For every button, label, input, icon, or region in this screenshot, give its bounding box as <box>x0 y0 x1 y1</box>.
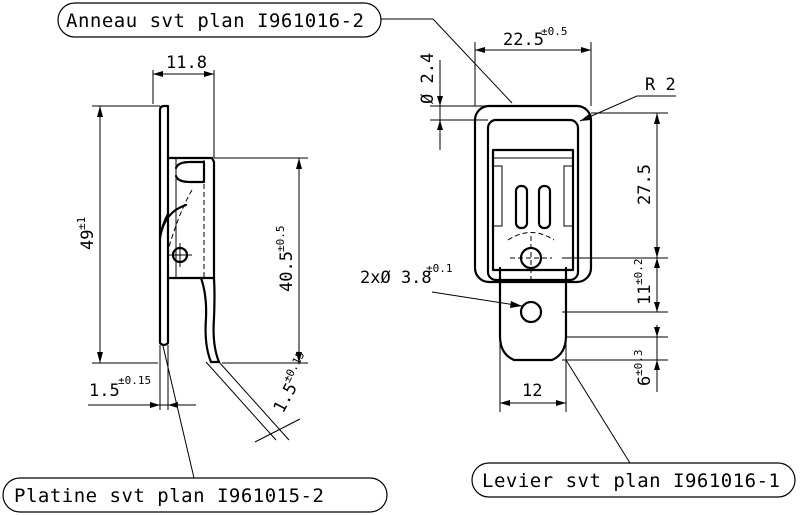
front-arc-hidden <box>507 232 555 241</box>
dim-40-tol: ±0.5 <box>274 226 287 253</box>
callout-levier-text: Levier svt plan I961016-1 <box>482 470 780 492</box>
dim-40-label: 40.5 ±0.5 <box>274 226 297 293</box>
dim-plate-arrow-right <box>168 402 178 408</box>
dim-49-tol: ±1 <box>75 217 88 230</box>
side-lever-curve <box>199 276 221 364</box>
callout-anneau: Anneau svt plan I961016-2 <box>57 2 513 104</box>
front-slot-1 <box>514 184 529 230</box>
dim-width-text: 11.8 <box>166 53 207 73</box>
side-lever-ext2 <box>218 361 290 441</box>
front-tab-right <box>563 165 574 227</box>
dim-11-label: 11 ±0.2 <box>632 259 655 306</box>
callout-anneau-text: Anneau svt plan I961016-2 <box>66 10 364 32</box>
dim-6-arrow-top <box>654 327 660 337</box>
dim-40-text: 40.5 <box>277 251 297 292</box>
dim-plate-arrow-left <box>150 402 160 408</box>
side-lever-dimline <box>254 418 301 443</box>
front-ring-outer <box>473 104 593 284</box>
dim-holes-arrow <box>510 301 522 308</box>
callout-anneau-frame <box>57 2 382 38</box>
dim-24-text: Ø 2.4 <box>418 53 438 104</box>
dim-lever-tol: ±0.15 <box>280 349 307 384</box>
dim-40-arrow-bottom <box>296 352 302 363</box>
callout-levier-leader <box>565 359 631 464</box>
dim-225-text: 22.5 <box>503 30 544 50</box>
dim-11-text: 11 <box>635 285 655 305</box>
dim-275-arrow-top <box>654 113 660 124</box>
callout-platine: Platine svt plan I961015-2 <box>2 345 388 513</box>
dim-6-arrow-bottom <box>654 360 660 370</box>
dim-275-text: 27.5 <box>635 164 655 205</box>
dim-11-arrow-top <box>654 258 660 268</box>
side-plate-outline <box>158 104 170 347</box>
side-view: 11.8 49 ±1 40.5 ±0.5 1.5 ±0.15 1.5 <box>75 53 308 443</box>
dim-275-label: 27.5 <box>635 164 655 205</box>
dim-24-label: Ø 2.4 <box>418 53 438 104</box>
dim-holes-text: 2xØ 3.8 <box>360 268 432 288</box>
dim-lever-label: 1.5 ±0.15 <box>270 349 308 417</box>
front-hinge-block <box>491 148 575 272</box>
dim-r2-text: R 2 <box>645 75 676 95</box>
side-hinge-block <box>166 156 216 280</box>
front-view: 22.5 ±0.5 Ø 2.4 R 2 27.5 11 ±0.2 <box>360 25 676 412</box>
callout-levier: Levier svt plan I961016-1 <box>471 359 796 498</box>
dim-width-arrow-right <box>204 71 214 77</box>
dim-275-arrow-bottom <box>654 247 660 258</box>
dim-6-label: 6 ±0.3 <box>632 350 655 387</box>
dim-49-arrow-top <box>97 106 103 117</box>
dim-24-arrow-bottom <box>437 120 443 130</box>
dim-12-text: 12 <box>522 381 542 401</box>
dim-6-text: 6 <box>635 376 655 386</box>
dim-49-arrow-bottom <box>97 352 103 363</box>
callout-platine-frame <box>2 477 388 513</box>
dim-11-tol: ±0.2 <box>632 259 645 286</box>
dim-r2-arrow <box>580 114 591 121</box>
callout-platine-text: Platine svt plan I961015-2 <box>14 485 324 507</box>
dim-plate-tol: ±0.15 <box>118 374 151 387</box>
callout-anneau-leader-2 <box>432 18 513 104</box>
dim-plate-text: 1.5 <box>89 381 120 401</box>
dim-12-arrow-left <box>500 400 510 406</box>
front-lever-outline <box>498 266 568 362</box>
front-ring-inner <box>486 118 580 282</box>
side-lever-ext1 <box>205 361 277 441</box>
dim-225-arrow-right <box>581 47 591 53</box>
dim-24-arrow-top <box>437 96 443 106</box>
front-tab-left <box>492 165 503 227</box>
dim-49-text: 49 <box>78 230 98 250</box>
dim-12-arrow-right <box>556 400 566 406</box>
dim-49-label: 49 ±1 <box>75 217 98 250</box>
callout-levier-frame <box>471 462 796 498</box>
dim-width-arrow-left <box>153 71 163 77</box>
front-hole-bottom <box>519 300 543 324</box>
dim-lever-text: 1.5 <box>270 380 302 417</box>
dim-6-tol: ±0.3 <box>632 350 645 377</box>
dim-holes-leader <box>431 291 523 307</box>
dim-11-arrow-bottom <box>654 302 660 312</box>
side-ring-loop <box>174 160 206 184</box>
dim-225-arrow-left <box>475 47 485 53</box>
dim-holes-tol: ±0.1 <box>426 262 453 275</box>
front-slot-2 <box>537 184 552 230</box>
dim-225-tol: ±0.5 <box>541 25 568 38</box>
side-clip-spring <box>158 203 188 240</box>
dim-40-arrow-top <box>296 158 302 169</box>
side-clip-hidden <box>167 189 193 251</box>
